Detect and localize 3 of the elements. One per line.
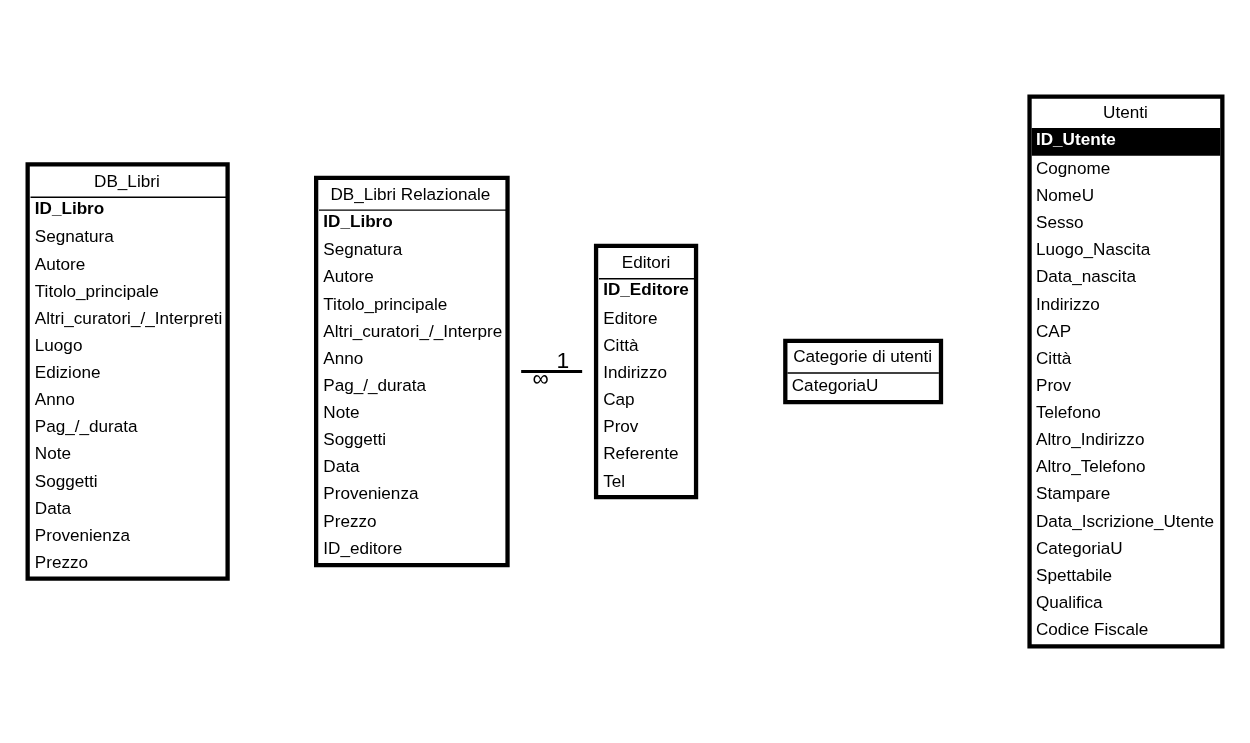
connector bbox=[521, 370, 583, 373]
label: 1 bbox=[556, 346, 570, 373]
label: ∞ bbox=[532, 364, 549, 391]
